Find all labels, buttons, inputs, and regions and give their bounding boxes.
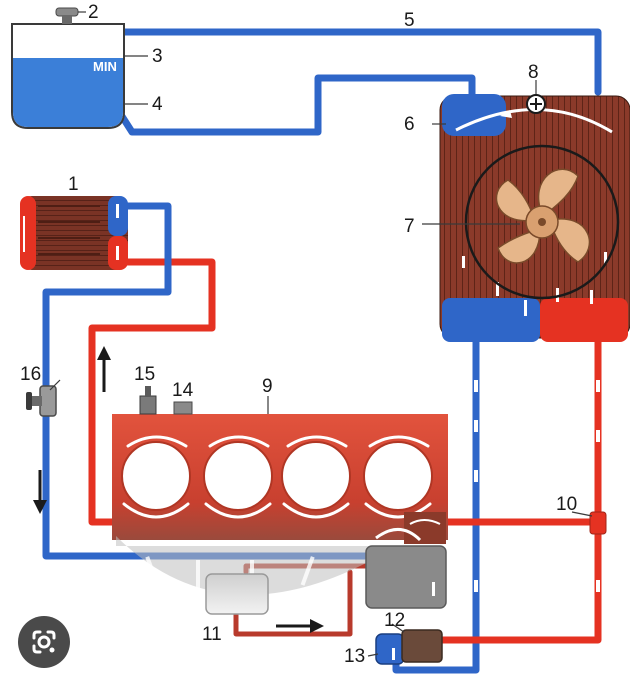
callout-labels: 1 2 3 4 5 6 7 8 9 10 11 12 13 14 15 16 (20, 2, 577, 667)
heater-valve (26, 385, 57, 417)
pipe-5-overflow (114, 28, 602, 96)
thermostat (375, 629, 443, 665)
cylinder-3 (281, 441, 351, 511)
water-pump-housing (365, 528, 447, 609)
radiator-cap (526, 94, 546, 114)
sensor-15 (139, 386, 157, 415)
label-8: 8 (528, 62, 539, 83)
pipe-11-return (233, 569, 353, 637)
direction-arrows (33, 346, 324, 633)
pipe-heater-hot (88, 258, 216, 526)
tee-10 (589, 511, 607, 535)
label-3: 3 (152, 46, 163, 67)
oil-cooler (205, 573, 269, 615)
label-9: 9 (262, 376, 273, 397)
radiator-flow-arrows (462, 252, 607, 316)
label-2: 2 (88, 2, 99, 23)
label-4: 4 (152, 94, 163, 115)
engine-block (112, 414, 448, 595)
tank-min-label: MIN (93, 59, 117, 74)
pipe-4-tank-to-radiator (114, 74, 476, 136)
sensor-14 (173, 401, 193, 415)
radiator-bottom-hot-tank (540, 298, 628, 342)
label-5: 5 (404, 10, 415, 31)
pipe-heater-cold (42, 202, 372, 560)
radiator-fan (464, 144, 620, 300)
expansion-tank: MIN (11, 23, 125, 129)
label-16: 16 (20, 364, 41, 385)
google-lens-button[interactable] (18, 616, 70, 668)
label-10: 10 (556, 494, 577, 515)
label-12: 12 (384, 610, 405, 631)
heater-core (20, 196, 128, 270)
label-13: 13 (344, 646, 365, 667)
cylinder-2 (203, 441, 273, 511)
label-11: 11 (202, 624, 222, 645)
cylinder-4 (363, 441, 433, 511)
radiator-top-cold-tank (442, 94, 506, 136)
radiator-bottom-cold-tank (442, 298, 540, 342)
label-7: 7 (404, 216, 415, 237)
label-15: 15 (134, 364, 155, 385)
leader-lines (49, 11, 593, 657)
google-lens-icon (32, 630, 56, 654)
label-1: 1 (68, 174, 79, 195)
label-6: 6 (404, 114, 415, 135)
cylinder-1 (121, 441, 191, 511)
tank-cap (55, 7, 79, 24)
label-14: 14 (172, 380, 194, 401)
pipe-radiator-hot-in (424, 334, 602, 644)
pipe-flow-arrows (474, 380, 600, 592)
